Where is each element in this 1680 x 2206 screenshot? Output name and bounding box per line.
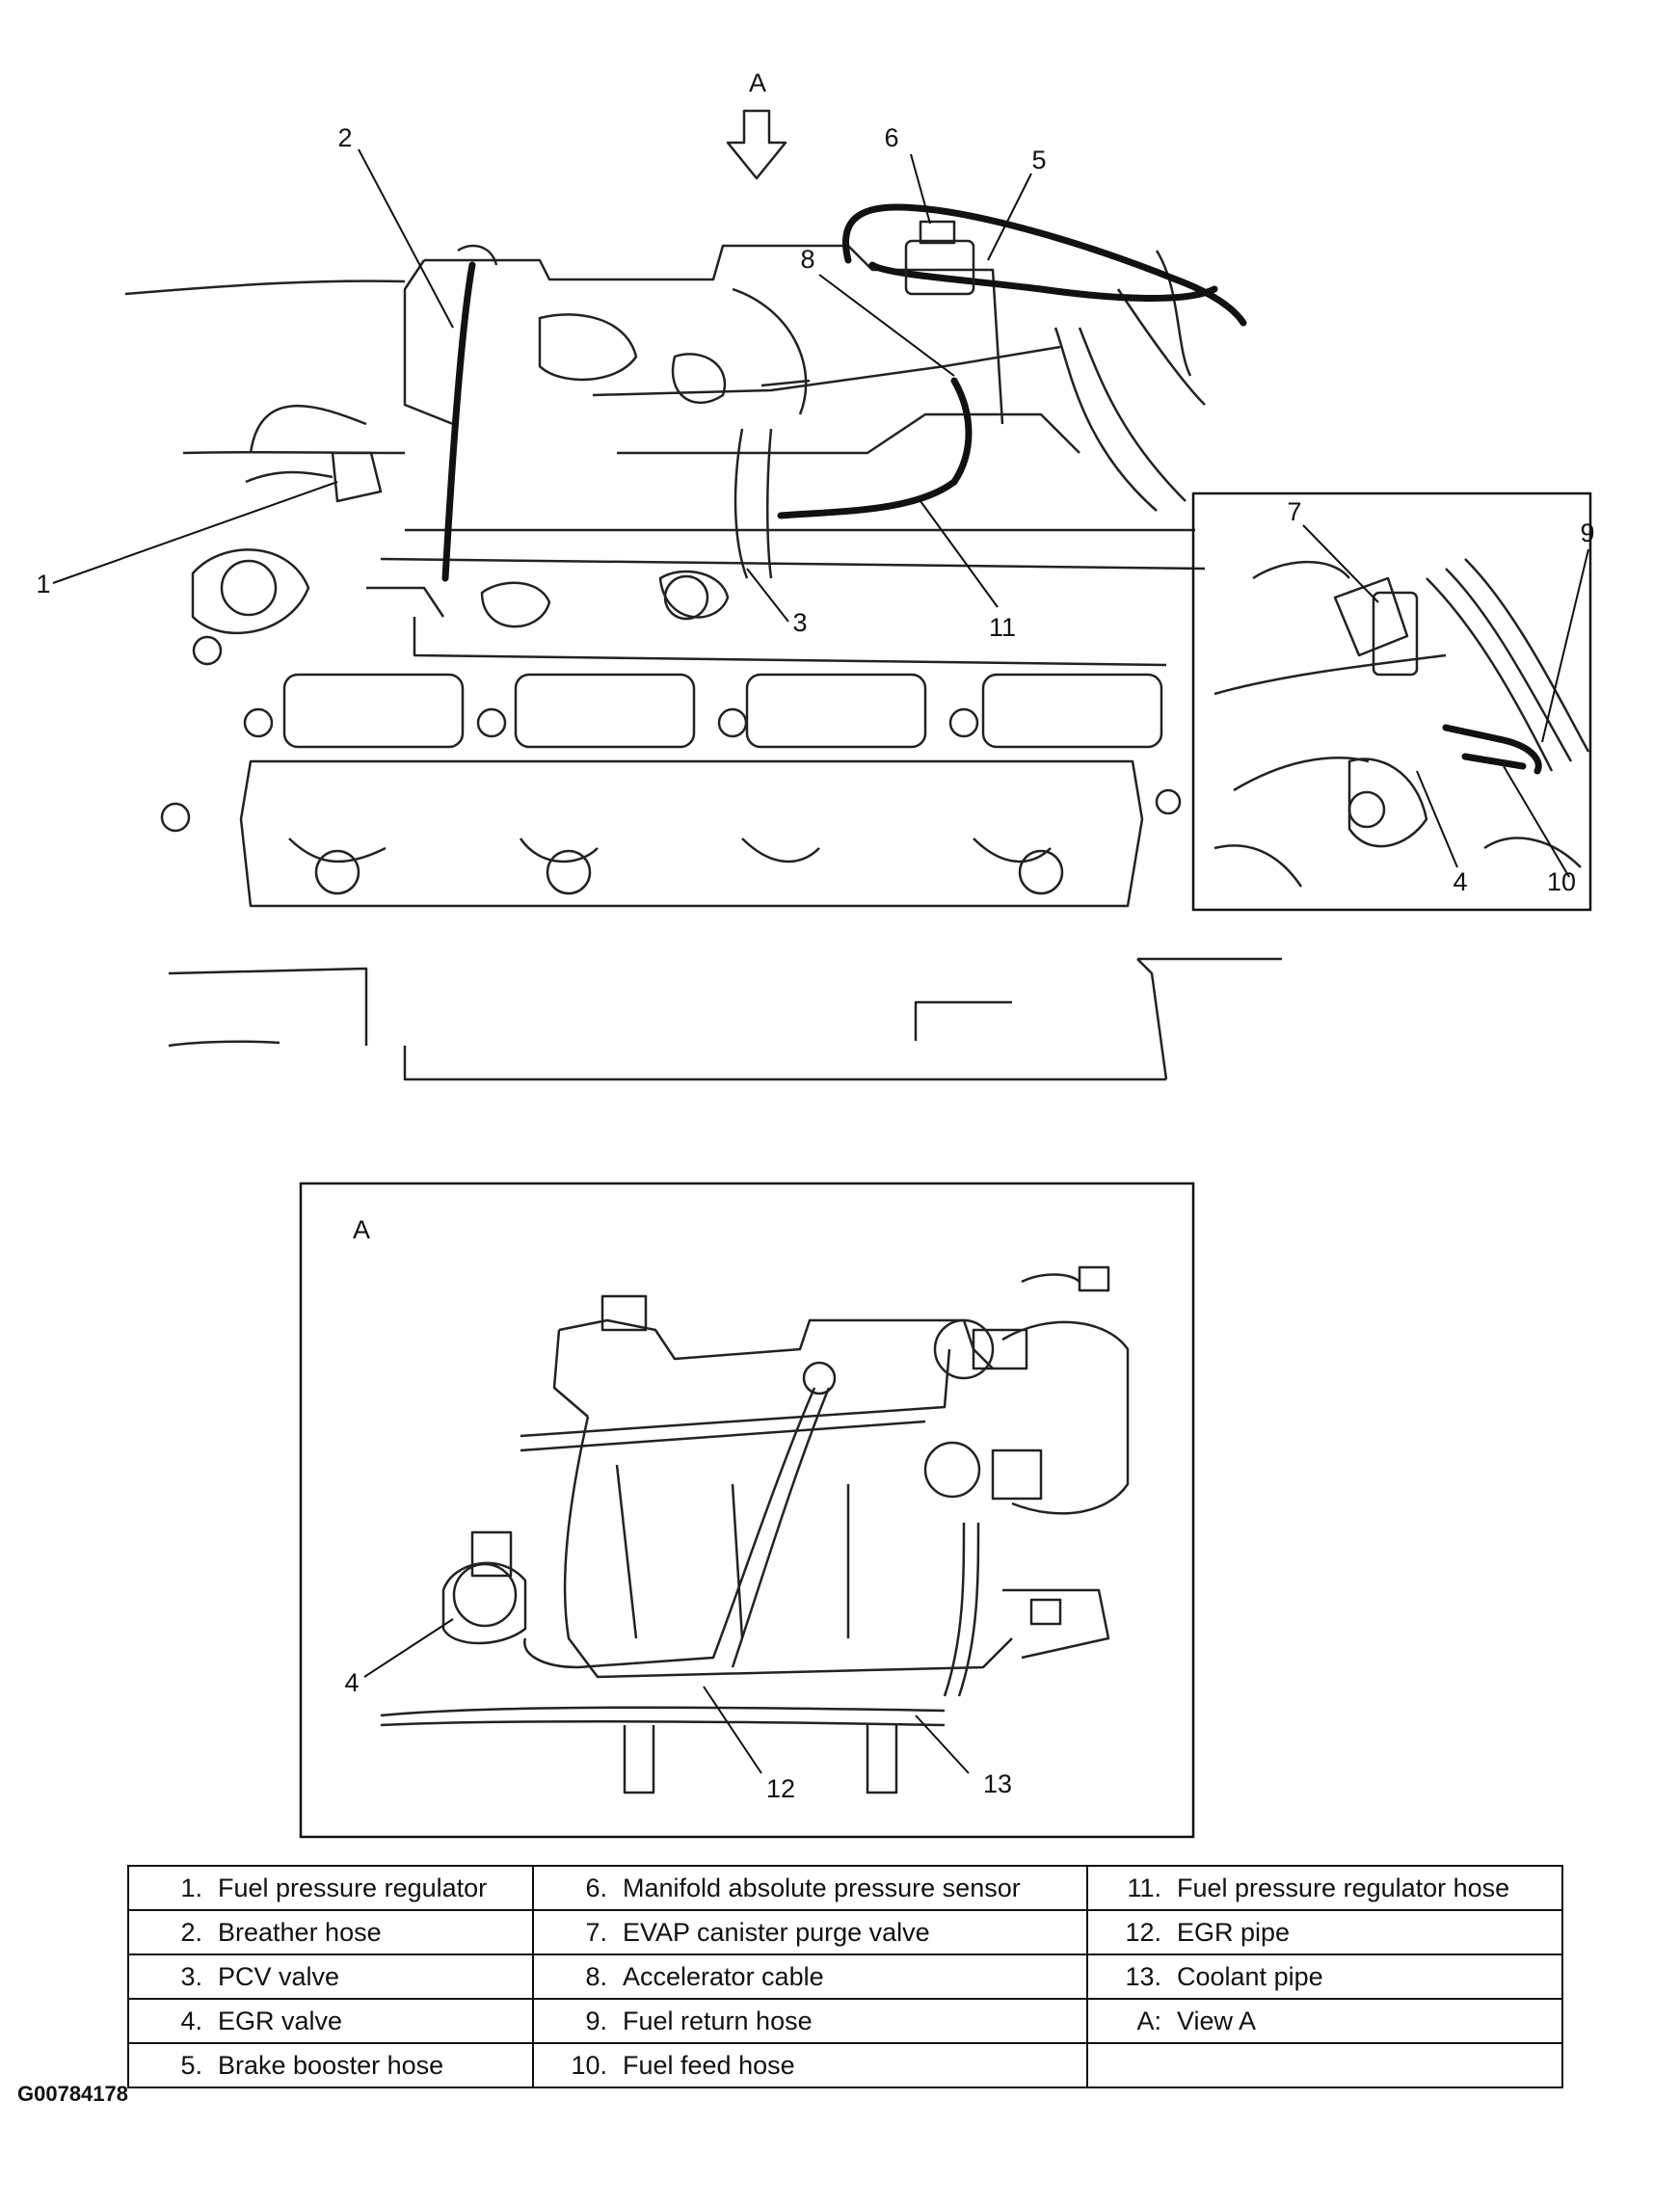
fuel-pressure-regulator-hose xyxy=(777,377,973,519)
inset-callouts: 7 9 4 10 xyxy=(1287,497,1594,896)
callout-3: 3 xyxy=(792,608,807,637)
callout-10: 10 xyxy=(1547,867,1576,896)
legend-cell: 5.Brake booster hose xyxy=(127,2042,534,2088)
callout-6: 6 xyxy=(884,123,898,152)
legend-cell: A:View A xyxy=(1086,1998,1563,2044)
view-a-frame xyxy=(299,1182,1195,1839)
legend-table: 1.Fuel pressure regulator 6.Manifold abs… xyxy=(127,1865,1563,2088)
callout-4-inset: 4 xyxy=(1453,867,1467,896)
highlighted-hoses xyxy=(245,203,1247,582)
callout-4: 4 xyxy=(344,1668,359,1697)
callout-1: 1 xyxy=(36,570,50,598)
legend-cell: 1.Fuel pressure regulator xyxy=(127,1865,534,1911)
callout-9: 9 xyxy=(1580,518,1594,547)
callout-13: 13 xyxy=(983,1769,1012,1798)
view-a-leaders xyxy=(363,1618,970,1774)
view-a-arrow: A xyxy=(726,68,787,180)
callout-11: 11 xyxy=(989,613,1016,642)
callout-8: 8 xyxy=(800,245,814,274)
coil-row xyxy=(243,673,1163,749)
inset-leaders xyxy=(1302,524,1589,878)
legend-cell: 4.EGR valve xyxy=(127,1998,534,2044)
legend-row: 4.EGR valve 9.Fuel return hose A:View A xyxy=(127,1998,1563,2044)
legend-row: 3.PCV valve 8.Accelerator cable 13.Coola… xyxy=(127,1954,1563,2000)
view-a-box-label: A xyxy=(353,1215,370,1244)
inset-detail xyxy=(1191,492,1592,912)
callout-2: 2 xyxy=(337,123,352,152)
legend-cell: 6.Manifold absolute pressure sensor xyxy=(532,1865,1088,1911)
legend-cell: 10.Fuel feed hose xyxy=(532,2042,1088,2088)
breather-hose xyxy=(441,261,476,582)
engine-top-view xyxy=(124,244,1282,1081)
callout-labels: 1 2 3 5 6 8 11 xyxy=(36,123,1046,642)
inset-frame xyxy=(1191,492,1592,912)
legend-cell: 12.EGR pipe xyxy=(1086,1909,1563,1955)
legend-row: 5.Brake booster hose 10.Fuel feed hose xyxy=(127,2042,1563,2088)
legend-cell: 13.Coolant pipe xyxy=(1086,1954,1563,2000)
view-a-detail: A xyxy=(299,1182,1195,1839)
legend-cell xyxy=(1086,2042,1563,2088)
legend-cell: 8.Accelerator cable xyxy=(532,1954,1088,2000)
legend-cell: 9.Fuel return hose xyxy=(532,1998,1088,2044)
legend-cell: 2.Breather hose xyxy=(127,1909,534,1955)
legend-cell: 7.EVAP canister purge valve xyxy=(532,1909,1088,1955)
figure-id: G00784178 xyxy=(17,2082,128,2106)
leader-lines xyxy=(52,148,1032,623)
legend-cell: 3.PCV valve xyxy=(127,1954,534,2000)
legend-row: 1.Fuel pressure regulator 6.Manifold abs… xyxy=(127,1865,1563,1911)
callout-5: 5 xyxy=(1031,146,1046,174)
view-a-callouts: 4 12 13 xyxy=(344,1668,1012,1803)
callout-7: 7 xyxy=(1287,497,1301,526)
legend-cell: 11.Fuel pressure regulator hose xyxy=(1086,1865,1563,1911)
callout-12: 12 xyxy=(766,1774,795,1803)
legend-row: 2.Breather hose 7.EVAP canister purge va… xyxy=(127,1909,1563,1955)
view-a-arrow-label: A xyxy=(749,68,766,97)
